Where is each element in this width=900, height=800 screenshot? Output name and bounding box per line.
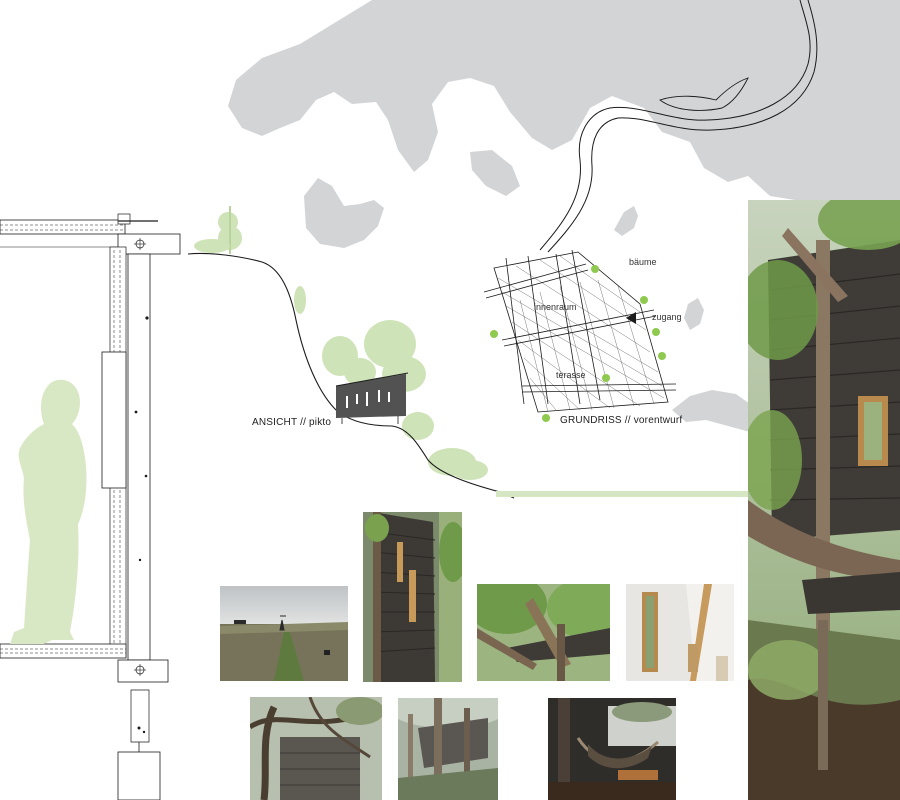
small-pond <box>614 206 638 236</box>
river-island <box>659 77 749 111</box>
floor-plan <box>483 249 677 413</box>
photo-interior-window <box>626 584 734 681</box>
photo-meadow <box>220 586 348 681</box>
photo-treehouse-large <box>748 200 900 800</box>
river-line <box>547 0 818 253</box>
island-shape <box>304 178 384 248</box>
interior-label: innenraum <box>534 302 577 312</box>
entrance-arrow-icon <box>626 312 636 324</box>
photo-hammock <box>548 698 676 800</box>
plan-label: GRUNDRISS // vorentwurf <box>560 415 683 426</box>
river-line <box>539 0 811 251</box>
photo-forest-structure <box>398 698 498 800</box>
elevation-drawing <box>187 206 748 499</box>
trees-label: bäume <box>629 257 657 267</box>
tree-dots <box>490 265 666 422</box>
terrace-label: terasse <box>556 370 586 380</box>
lake-shape <box>228 0 900 204</box>
shore-right <box>672 390 750 432</box>
photo-branches <box>250 697 382 800</box>
photo-roof-beams <box>477 584 610 681</box>
small-pond <box>684 298 704 330</box>
elevation-label: ANSICHT // pikto <box>252 417 332 428</box>
access-label: zugang <box>652 312 682 322</box>
photo-cabin-side <box>363 512 462 682</box>
lake-inlet <box>470 150 520 196</box>
human-figure <box>10 379 87 644</box>
wall-section <box>0 213 181 800</box>
